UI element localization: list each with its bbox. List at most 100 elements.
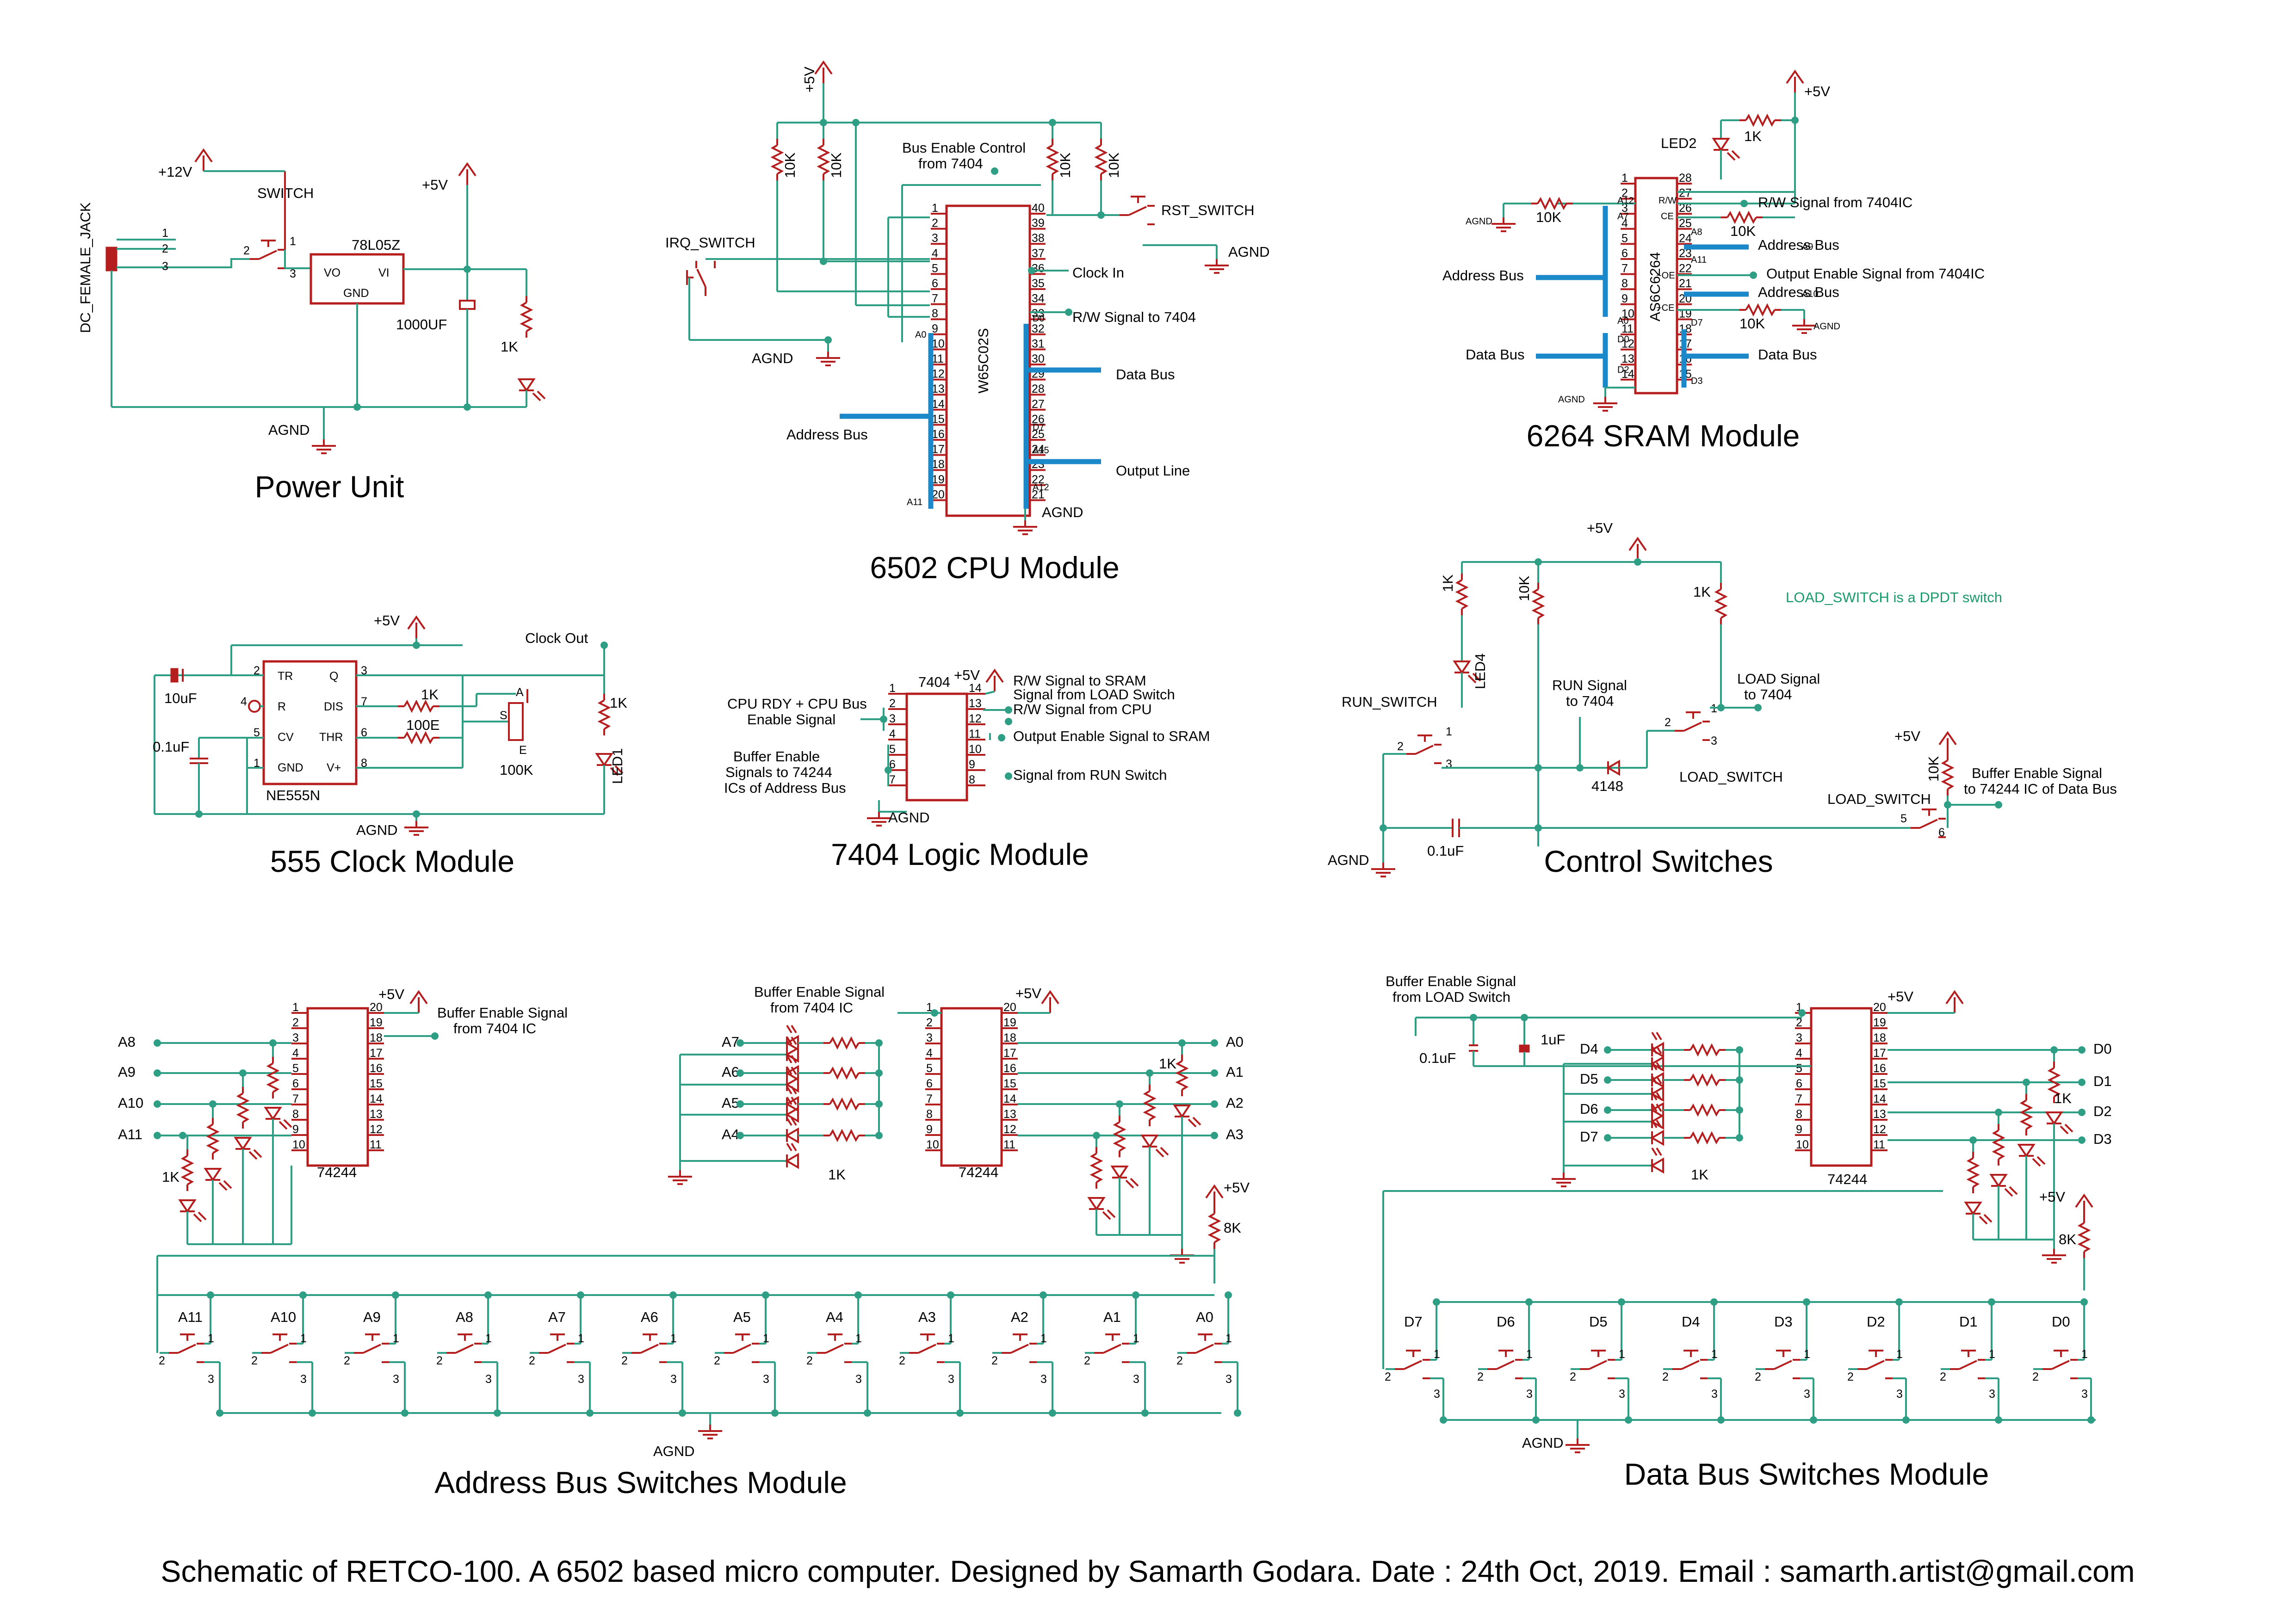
ic-pin-number: 17: [1003, 1047, 1016, 1060]
power-switch-icon[interactable]: [249, 240, 286, 269]
ic-pin-number: 7: [932, 292, 938, 305]
switch-pin-number: 2: [436, 1354, 443, 1367]
svg-text:Address Bus: Address Bus: [1442, 267, 1524, 284]
junction-dot: [2080, 1298, 2088, 1306]
data-toggle-switch-icon[interactable]: [1764, 1350, 1801, 1379]
address-toggle-switch-icon[interactable]: [631, 1333, 668, 1363]
svg-text:LED1: LED1: [609, 748, 625, 784]
ic-pin-number: 16: [370, 1062, 383, 1075]
svg-text:DIS: DIS: [324, 700, 343, 713]
address-toggle-switch-icon[interactable]: [260, 1333, 297, 1363]
switch-pin-number: 2: [806, 1354, 813, 1367]
svg-text:Signals to 74244: Signals to 74244: [725, 764, 832, 780]
address-pullup-resistor: [237, 1086, 248, 1129]
address-toggle-switch-icon[interactable]: [353, 1333, 390, 1363]
junction-dot: [1132, 1291, 1139, 1299]
address-led-icon: [1141, 1135, 1169, 1158]
svg-text:1: 1: [162, 227, 168, 240]
clock-potentiometer-icon[interactable]: [508, 702, 524, 741]
switch-pin-number: 3: [948, 1373, 954, 1386]
svg-text:R/W Signal to SRAM: R/W Signal to SRAM: [1013, 673, 1146, 689]
switch-pin-number: 3: [393, 1373, 399, 1386]
svg-text:+5V: +5V: [374, 612, 400, 629]
address-toggle-switch-icon[interactable]: [723, 1333, 760, 1363]
address-toggle-switch-icon[interactable]: [1001, 1333, 1038, 1363]
ic-pin-number: 14: [969, 682, 982, 695]
load-switch-icon[interactable]: [1674, 711, 1711, 741]
junction-dot: [854, 1291, 862, 1299]
data-toggle-switch-icon[interactable]: [1857, 1350, 1894, 1379]
switch-pin-number: 2: [344, 1354, 350, 1367]
switch-pin-number: 2: [1084, 1354, 1090, 1367]
ic-pin-number: 34: [1032, 292, 1045, 305]
switch-pin-number: 1: [1804, 1348, 1810, 1361]
power-jack-label: DC_FEMALE_JACK: [77, 202, 93, 333]
ic-pin-number: 5: [1796, 1062, 1802, 1075]
ic-pin-number: 12: [1621, 338, 1634, 351]
power-vin-label: +12V: [158, 164, 192, 180]
data-toggle-switch-icon[interactable]: [1579, 1350, 1616, 1379]
ic-pin-number: 10: [292, 1138, 305, 1151]
svg-text:~OE: ~OE: [1656, 271, 1675, 281]
ic-pin-number: 1: [1621, 172, 1628, 185]
data-toggle-switch-icon[interactable]: [1486, 1350, 1523, 1379]
switch-pin-number: 1: [1526, 1348, 1533, 1361]
address-switch-label: A1: [1103, 1309, 1121, 1325]
data-toggle-switch-icon[interactable]: [1671, 1350, 1708, 1379]
ic-pin-number: 4: [889, 728, 896, 741]
rst-switch-label: RST_SWITCH: [1161, 202, 1255, 218]
ic-pin-number: 27: [1679, 187, 1692, 200]
footer-caption: Schematic of RETCO-100. A 6502 based mic…: [161, 1554, 2135, 1588]
junction-dot: [494, 1409, 501, 1417]
svg-text:AGND: AGND: [752, 350, 793, 366]
data-toggle-switch-icon[interactable]: [1949, 1350, 1986, 1379]
run-switch-icon[interactable]: [1405, 734, 1442, 764]
address-line-label: A1: [1226, 1064, 1244, 1080]
address-toggle-switch-icon[interactable]: [816, 1333, 853, 1363]
svg-text:GND: GND: [343, 287, 369, 300]
svg-text:AGND: AGND: [356, 822, 398, 838]
data-toggle-switch-icon[interactable]: [2042, 1350, 2079, 1379]
switch-pin-number: 3: [1619, 1388, 1625, 1401]
address-toggle-switch-icon[interactable]: [446, 1333, 483, 1363]
data-toggle-switch-icon[interactable]: [1394, 1350, 1431, 1379]
ic-pin-number: 15: [1873, 1077, 1886, 1090]
ic-pin-number: 26: [1032, 413, 1045, 426]
address-toggle-switch-icon[interactable]: [168, 1333, 205, 1363]
junction-dot: [1803, 1298, 1810, 1306]
irq-switch-icon[interactable]: [686, 260, 716, 297]
svg-text:74244: 74244: [959, 1164, 998, 1180]
svg-text:0.1uF: 0.1uF: [1427, 843, 1464, 859]
svg-text:100E: 100E: [406, 717, 439, 733]
data-led-icon: [1965, 1202, 1993, 1225]
switch-pin-number: 3: [1711, 1388, 1718, 1401]
svg-text:to 74244 IC of Data Bus: to 74244 IC of Data Bus: [1964, 781, 2117, 797]
ic-pin-number: 21: [1679, 277, 1692, 290]
cpu-address-bus-label: Address Bus: [786, 426, 868, 443]
ic-pin-number: 27: [1032, 398, 1045, 411]
junction-dot: [1234, 1409, 1241, 1417]
junction-dot: [1211, 1132, 1218, 1139]
cpu-chip-label: W65C02S: [975, 328, 991, 393]
svg-text:Bus Enable Control: Bus Enable Control: [902, 140, 1026, 156]
svg-text:A0: A0: [1617, 316, 1628, 326]
svg-text:1K: 1K: [1693, 584, 1711, 600]
address-toggle-switch-icon[interactable]: [1186, 1333, 1223, 1363]
address-switch-label: A2: [1011, 1309, 1028, 1325]
junction-dot: [736, 1132, 744, 1139]
address-toggle-switch-icon[interactable]: [538, 1333, 575, 1363]
switch-pin-number: 1: [2081, 1348, 2088, 1361]
address-toggle-switch-icon[interactable]: [1093, 1333, 1130, 1363]
address-toggle-switch-icon[interactable]: [908, 1333, 945, 1363]
ic-pin-number: 20: [370, 1001, 383, 1014]
address-resistor: [823, 1068, 866, 1079]
rst-switch-icon[interactable]: [1119, 196, 1156, 225]
address-led-icon: [1174, 1105, 1201, 1128]
power-vout-label: +5V: [422, 177, 448, 193]
cpu-module-title: 6502 CPU Module: [870, 550, 1119, 585]
address-line-label: A10: [118, 1095, 143, 1111]
svg-text:1K: 1K: [421, 686, 439, 703]
ic-pin-number: 5: [932, 262, 938, 275]
